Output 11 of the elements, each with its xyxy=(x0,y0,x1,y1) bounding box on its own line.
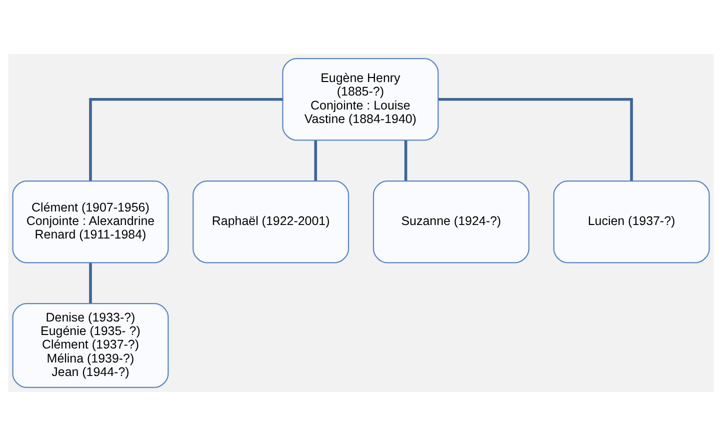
node-box: Denise (1933-?) Eugénie (1935- ?) Clément (1937-?) Mélina (1939-?) Jean (1944-?) xyxy=(12,302,169,388)
node-box: Raphaël (1922-2001) xyxy=(192,180,350,263)
connector xyxy=(89,97,283,180)
node-box: Clément (1907-1956) Conjointe : Alexandrine Renard (1911-1984) xyxy=(12,180,169,263)
node-box: Lucien (1937-?) xyxy=(553,180,710,263)
node-box: Suzanne (1924-?) xyxy=(372,180,530,263)
connector xyxy=(89,262,92,303)
connector xyxy=(314,140,318,180)
node-box: Eugène Henry (1885-?) Conjointe : Louise Vastine (1884-1940) xyxy=(282,57,439,140)
connector xyxy=(404,140,408,180)
connector xyxy=(438,97,633,180)
